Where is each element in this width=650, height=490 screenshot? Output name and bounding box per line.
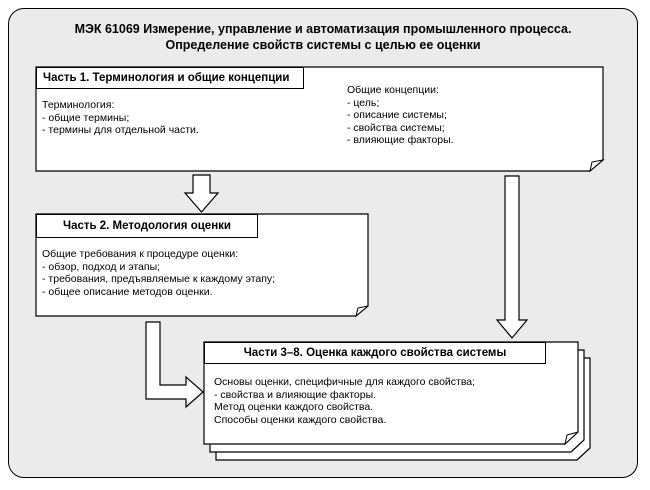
diagram-title: МЭК 61069 Измерение, управление и автома… xyxy=(8,21,638,53)
part1-header: Часть 1. Терминология и общие концепции xyxy=(36,67,304,89)
part1-header-label: Часть 1. Терминология и общие концепции xyxy=(43,72,290,84)
part2-header-label: Часть 2. Методология оценки xyxy=(63,220,231,232)
part2-line: - требования, предъявляемые к каждому эт… xyxy=(42,273,276,285)
part1-left-line: Терминология: xyxy=(42,99,115,111)
part2-line: Общие требования к процедуре оценки: xyxy=(42,248,239,260)
part2-document-fold xyxy=(355,305,369,318)
part1-terminology: Терминология: - общие термины; - термины… xyxy=(42,99,199,137)
title-line-1: МЭК 61069 Измерение, управление и автома… xyxy=(74,22,572,36)
part2-header: Часть 2. Методология оценки xyxy=(36,214,258,238)
part1-right-line: Общие концепции: xyxy=(347,84,439,96)
part3-document-fold xyxy=(564,431,579,446)
part1-left-line: - общие термины; xyxy=(42,111,130,124)
part3-line: Способы оценки каждого свойства. xyxy=(214,413,387,426)
title-line-2: Определение свойств системы с целью ее о… xyxy=(165,38,481,52)
part3-line: Основы оценки, специфичные для каждого с… xyxy=(214,376,476,388)
part1-right-line: - влияющие факторы. xyxy=(347,134,454,146)
arrow-part1-to-part3 xyxy=(495,175,529,339)
part1-right-line: - цель; xyxy=(347,96,380,109)
part3-line: - свойства и влияющие факторы. xyxy=(214,388,377,401)
part2-line: - общее описание методов оценки. xyxy=(42,285,213,298)
part2-requirements: Общие требования к процедуре оценки: - о… xyxy=(42,248,275,298)
part1-right-line: - свойства системы; xyxy=(347,121,445,134)
part1-concepts: Общие концепции: - цель; - описание сист… xyxy=(347,84,454,147)
part1-right-line: - описание системы; xyxy=(347,109,447,121)
arrow-part1-to-part2 xyxy=(183,174,220,213)
part1-document-fold xyxy=(589,159,605,173)
part1-left-line: - термины для отдельной части. xyxy=(42,124,199,136)
part3-line: Метод оценки каждого свойства. xyxy=(214,401,374,413)
part3-header: Части 3–8. Оценка каждого свойства систе… xyxy=(204,342,546,364)
part3-header-label: Части 3–8. Оценка каждого свойства систе… xyxy=(243,347,507,359)
part2-line: - обзор, подход и этапы; xyxy=(42,260,161,273)
arrow-part2-to-part3 xyxy=(145,321,204,409)
part3-assessment: Основы оценки, специфичные для каждого с… xyxy=(214,376,475,426)
